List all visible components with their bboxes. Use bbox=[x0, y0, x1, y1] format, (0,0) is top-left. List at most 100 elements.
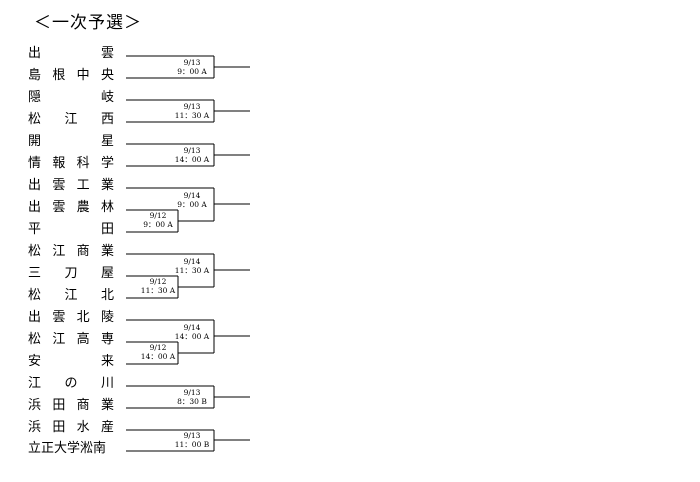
team-name-char: 出 bbox=[28, 310, 42, 325]
team-name-char: 刀 bbox=[64, 266, 78, 281]
team-name-char: 西 bbox=[100, 112, 114, 127]
team-name-char: 北 bbox=[100, 288, 114, 303]
team-name-char: 江 bbox=[64, 288, 78, 303]
match-date: 9/13 bbox=[183, 431, 201, 440]
team-name-char: 北 bbox=[76, 310, 90, 325]
team-name-char: 星 bbox=[100, 134, 114, 149]
team-name-char: の bbox=[64, 376, 78, 391]
team-name-char: 高 bbox=[76, 332, 90, 347]
team-name-char: 田 bbox=[52, 420, 66, 435]
team-name-char: 出 bbox=[28, 200, 42, 215]
match-date: 9/13 bbox=[183, 388, 201, 397]
team-name-char: 江 bbox=[28, 376, 42, 391]
team-name: 開星 bbox=[28, 134, 114, 150]
team-name-char: 専 bbox=[100, 332, 114, 347]
team-name-char: 学 bbox=[100, 156, 114, 171]
team-name-char: 江 bbox=[52, 332, 66, 347]
match-time: 11：00 B bbox=[174, 440, 210, 449]
team-name-char: 商 bbox=[76, 244, 90, 259]
match-date: 9/14 bbox=[183, 191, 201, 200]
team-name-char: 松 bbox=[28, 288, 42, 303]
match-time: 8：30 B bbox=[177, 397, 207, 406]
team-name: 松江北 bbox=[28, 288, 114, 304]
team-name-char: 根 bbox=[52, 68, 66, 83]
match-time: 9：00 A bbox=[177, 200, 207, 209]
team-name-char: 工 bbox=[76, 178, 90, 193]
match-time: 9：00 A bbox=[143, 220, 173, 229]
team-name-char: 来 bbox=[100, 354, 114, 369]
match-time: 11：30 A bbox=[140, 286, 176, 295]
team-name-char: 松 bbox=[28, 244, 42, 259]
team-name-char: 業 bbox=[100, 398, 114, 413]
team-name-char: 雲 bbox=[52, 178, 66, 193]
team-name-char: 浜 bbox=[28, 398, 42, 413]
team-name-char: 浜 bbox=[28, 420, 42, 435]
page-title: ＜一次予選＞ bbox=[34, 13, 142, 33]
match-time: 14：00 A bbox=[174, 155, 210, 164]
team-name-char: 雲 bbox=[52, 310, 66, 325]
team-name-char: 隠 bbox=[28, 90, 42, 105]
match-date: 9/12 bbox=[149, 211, 167, 220]
match-time: 9：00 A bbox=[177, 67, 207, 76]
team-name-char: 央 bbox=[100, 68, 114, 83]
team-name: 江の川 bbox=[28, 376, 114, 392]
match-date: 9/12 bbox=[149, 343, 167, 352]
team-name: 出雲 bbox=[28, 46, 114, 62]
match-time: 14：00 A bbox=[174, 332, 210, 341]
team-name-char: 情 bbox=[28, 156, 42, 171]
team-name: 浜田水産 bbox=[28, 420, 114, 436]
team-name-char: 報 bbox=[52, 156, 66, 171]
team-name-char: 中 bbox=[76, 68, 90, 83]
team-name-char: 出 bbox=[28, 46, 42, 61]
team-name: 安来 bbox=[28, 354, 114, 370]
team-name-char: 出 bbox=[28, 178, 42, 193]
team-name: 島根中央 bbox=[28, 68, 114, 84]
team-name: 平田 bbox=[28, 222, 114, 238]
team-name-char: 島 bbox=[28, 68, 42, 83]
match-date: 9/13 bbox=[183, 102, 201, 111]
team-name-char: 陵 bbox=[100, 310, 114, 325]
team-name-char: 川 bbox=[100, 376, 114, 391]
team-name-char: 江 bbox=[52, 244, 66, 259]
match-time: 11：30 A bbox=[174, 266, 210, 275]
team-name-char: 屋 bbox=[100, 266, 114, 281]
match-time: 14：00 A bbox=[140, 352, 176, 361]
team-name: 松江商業 bbox=[28, 244, 114, 260]
team-name-char: 雲 bbox=[52, 200, 66, 215]
team-name-char: 江 bbox=[64, 112, 78, 127]
team-name: 出雲農林 bbox=[28, 200, 114, 216]
team-name-char: 松 bbox=[28, 332, 42, 347]
team-name-char: 安 bbox=[28, 354, 42, 369]
team-name-char: 三 bbox=[28, 266, 42, 281]
team-name-char: 林 bbox=[100, 200, 114, 215]
team-name-char: 業 bbox=[100, 244, 114, 259]
team-name-char: 農 bbox=[76, 200, 90, 215]
team-name: 情報科学 bbox=[28, 156, 114, 172]
team-name-char: 業 bbox=[100, 178, 114, 193]
team-name: 隠岐 bbox=[28, 90, 114, 106]
team-name: 浜田商業 bbox=[28, 398, 114, 414]
team-name-char: 岐 bbox=[100, 90, 114, 105]
team-name-char: 雲 bbox=[100, 46, 114, 61]
team-name-char: 田 bbox=[100, 222, 114, 237]
match-date: 9/12 bbox=[149, 277, 167, 286]
team-name-char: 産 bbox=[100, 420, 114, 435]
team-name-char: 商 bbox=[76, 398, 90, 413]
team-name-char: 開 bbox=[28, 134, 42, 149]
team-name-char: 科 bbox=[76, 156, 90, 171]
team-name: 松江西 bbox=[28, 112, 114, 128]
team-name: 松江高専 bbox=[28, 332, 114, 348]
match-date: 9/14 bbox=[183, 257, 201, 266]
team-name: 三刀屋 bbox=[28, 266, 114, 282]
